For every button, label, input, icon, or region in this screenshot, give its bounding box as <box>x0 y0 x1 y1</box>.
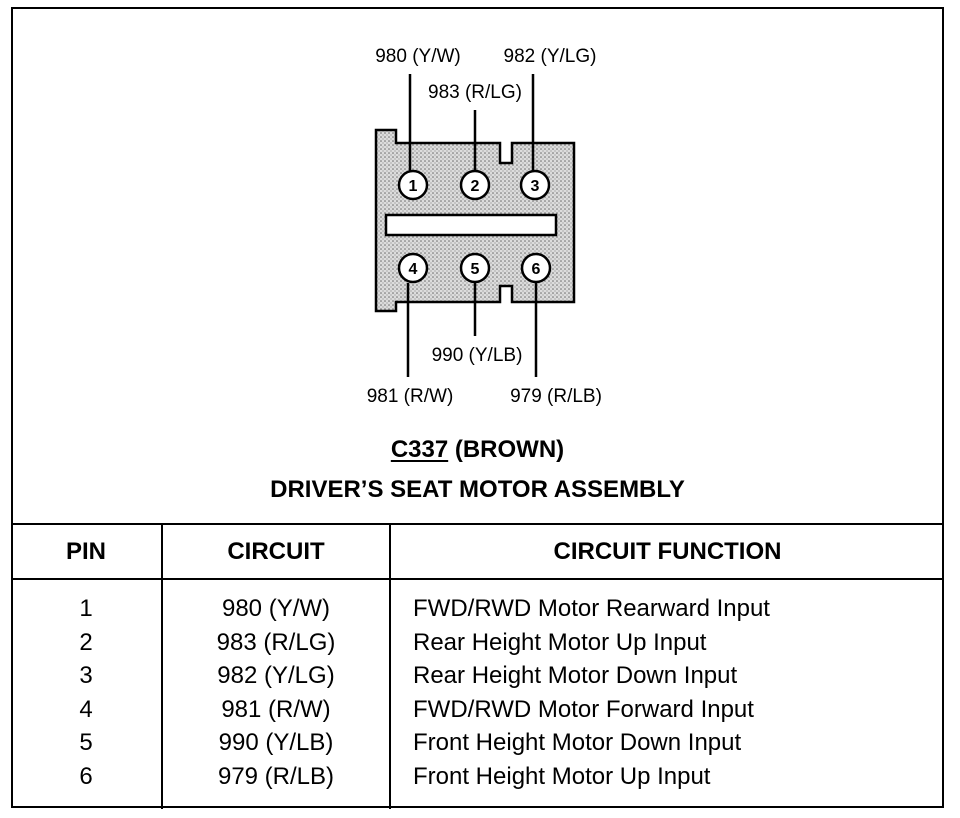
pin-3-number: 3 <box>531 178 540 195</box>
connector-diagram: 1 2 3 4 5 6 980 (Y/W) 982 (Y/LG) 983 (R/… <box>367 46 602 407</box>
header-pin: PIN <box>11 523 163 580</box>
table-row: 3 982 (Y/LG) Rear Height Motor Down Inpu… <box>11 659 944 693</box>
wire-leads <box>406 74 538 377</box>
pin-1-terminal: 1 <box>397 169 429 201</box>
table-row: 4 981 (R/W) FWD/RWD Motor Forward Input <box>11 692 944 726</box>
table-row: 2 983 (R/LG) Rear Height Motor Up Input <box>11 625 944 659</box>
pin-5-circle <box>459 252 491 284</box>
pin-1-circle <box>397 169 429 201</box>
wire-label-pin3: 982 (Y/LG) <box>504 46 597 67</box>
wire-label-pin2: 983 (R/LG) <box>428 82 522 103</box>
cell-pin: 6 <box>11 759 163 809</box>
diagram-frame <box>11 7 944 808</box>
pin-5-number: 5 <box>471 261 480 278</box>
table-header-row: PIN CIRCUIT CIRCUIT FUNCTION <box>11 523 944 580</box>
connector-color: (BROWN) <box>454 436 565 463</box>
connector-latch-slot <box>384 213 558 237</box>
pin-2-terminal: 2 <box>459 169 491 201</box>
pin-6-circle <box>520 252 552 284</box>
cell-circuit: 980 (Y/W) <box>162 579 391 626</box>
table-row: 5 990 (Y/LB) Front Height Motor Down Inp… <box>11 726 944 760</box>
wire-label-pin4: 981 (R/W) <box>367 386 454 407</box>
cell-function: Front Height Motor Up Input <box>413 762 711 790</box>
cell-circuit: 990 (Y/LB) <box>162 726 391 760</box>
connector-caption: C337 (BROWN) <box>11 436 944 464</box>
pin-1-number: 1 <box>409 178 418 195</box>
pin-4-number: 4 <box>409 261 418 278</box>
cell-function: FWD/RWD Motor Forward Input <box>413 695 754 723</box>
cell-circuit: 982 (Y/LG) <box>162 659 391 693</box>
pin-4-circle <box>397 252 429 284</box>
cell-pin: 3 <box>11 659 163 693</box>
cell-function: Rear Height Motor Down Input <box>413 662 738 689</box>
cell-pin: 5 <box>11 726 163 760</box>
pin-6-number: 6 <box>532 261 541 278</box>
pin-2-number: 2 <box>471 178 480 195</box>
pin-4-terminal: 4 <box>397 252 429 284</box>
table-row: 1 980 (Y/W) FWD/RWD Motor Rearward Input <box>11 579 944 626</box>
wire-label-pin6: 979 (R/LB) <box>510 386 602 407</box>
cell-circuit: 983 (R/LG) <box>162 625 391 659</box>
header-circuit-function: CIRCUIT FUNCTION <box>390 523 944 580</box>
pin-function-table: PIN CIRCUIT CIRCUIT FUNCTION 1 980 (Y/W)… <box>11 523 944 809</box>
cell-function: Front Height Motor Down Input <box>413 729 742 756</box>
pin-6-terminal: 6 <box>520 252 552 284</box>
cell-pin: 2 <box>11 625 163 659</box>
wire-label-pin1: 980 (Y/W) <box>375 46 461 67</box>
pin-3-circle <box>519 169 551 201</box>
cell-pin: 1 <box>11 579 163 626</box>
assembly-title: DRIVER’S SEAT MOTOR ASSEMBLY <box>270 476 685 503</box>
cell-function: FWD/RWD Motor Rearward Input <box>413 595 770 622</box>
pin-3-terminal: 3 <box>519 169 551 201</box>
header-circuit: CIRCUIT <box>162 523 391 580</box>
pin-2-circle <box>459 169 491 201</box>
cell-circuit: 981 (R/W) <box>162 692 391 726</box>
cell-circuit: 979 (R/LB) <box>162 759 391 809</box>
wire-label-pin5: 990 (Y/LB) <box>432 345 523 366</box>
cell-pin: 4 <box>11 692 163 726</box>
pin-5-terminal: 5 <box>459 252 491 284</box>
cell-function: Rear Height Motor Up Input <box>413 628 707 656</box>
table-row: 6 979 (R/LB) Front Height Motor Up Input <box>11 759 944 809</box>
connector-code: C337 <box>390 436 449 463</box>
